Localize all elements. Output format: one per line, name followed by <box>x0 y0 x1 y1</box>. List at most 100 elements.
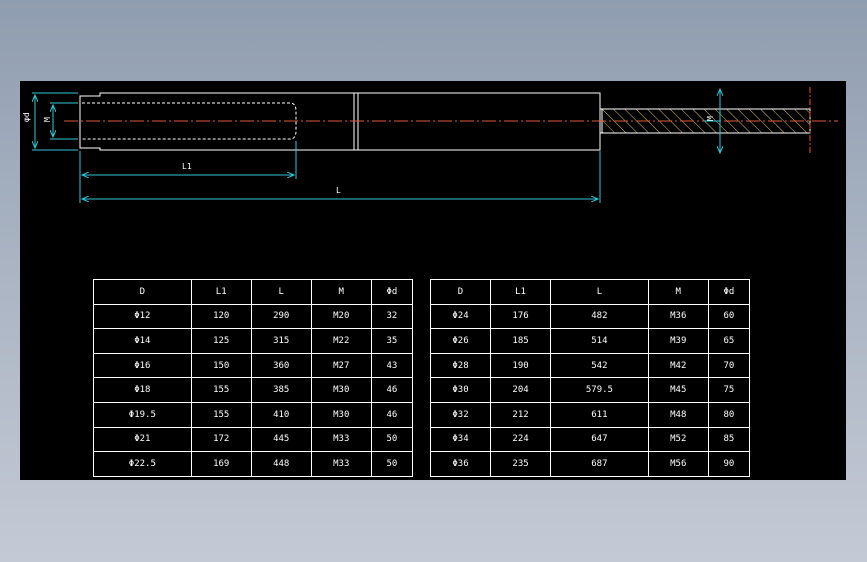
l-label: L <box>336 186 341 195</box>
table-cell: Φ30 <box>429 377 492 403</box>
table-cell: 611 <box>550 401 649 428</box>
table-cell: 46 <box>370 377 414 403</box>
table-cell: M48 <box>647 401 709 428</box>
table-row: Φ24 176 482 M36 60 <box>429 303 751 330</box>
table-cell: 150 <box>190 352 252 379</box>
table-cell: 235 <box>490 451 552 477</box>
table-cell: M33 <box>310 426 372 453</box>
table-cell: 172 <box>190 426 252 453</box>
table-cell: M27 <box>310 352 372 379</box>
table-cell: Φ12 <box>93 303 192 330</box>
table-row: Φ26 185 514 M39 65 <box>429 328 751 354</box>
table-cell: 43 <box>370 352 414 379</box>
table-cell: 65 <box>707 328 751 354</box>
d-label: φd <box>22 112 31 122</box>
table-cell: 445 <box>250 426 312 453</box>
table-row: Φ14 125 315 M22 35 <box>93 328 414 354</box>
table-cell: M30 <box>310 401 372 428</box>
table-cell: 385 <box>250 377 312 403</box>
table-cell: M52 <box>647 426 709 453</box>
table-cell: Φ28 <box>429 352 492 379</box>
inner-bore-hidden-line <box>82 102 297 140</box>
table-cell: 32 <box>370 303 414 330</box>
table-cell: Φ14 <box>93 328 192 354</box>
table-row: Φ16 150 360 M27 43 <box>93 352 414 379</box>
table-cell: 190 <box>490 352 552 379</box>
table-row: Φ12 120 290 M20 32 <box>93 303 414 330</box>
header-cell: D <box>429 279 492 305</box>
table-row: Φ36 235 687 M56 90 <box>429 451 751 477</box>
table-row: Φ18 155 385 M30 46 <box>93 377 414 403</box>
table-cell: 687 <box>550 451 649 477</box>
table-cell: 482 <box>550 303 649 330</box>
table-cell: Φ19.5 <box>93 401 192 428</box>
header-cell: M <box>647 279 709 305</box>
table-cell: 90 <box>707 451 751 477</box>
table-row: Φ30 204 579.5 M45 75 <box>429 377 751 403</box>
table-cell: Φ16 <box>93 352 192 379</box>
table-cell: 212 <box>490 401 552 428</box>
table-cell: 579.5 <box>550 377 649 403</box>
table-cell: M45 <box>647 377 709 403</box>
table-row: Φ34 224 647 M52 85 <box>429 426 751 453</box>
tube-outline <box>357 92 601 151</box>
header-cell: Φd <box>707 279 751 305</box>
header-cell: M <box>310 279 372 305</box>
table-header-row: D L1 L M Φd <box>93 279 414 305</box>
header-cell: L1 <box>190 279 252 305</box>
rod-m-label: M <box>706 116 715 121</box>
table-row: Φ22.5 169 448 M33 50 <box>93 451 414 477</box>
header-cell: L <box>250 279 312 305</box>
table-cell: 290 <box>250 303 312 330</box>
spec-table-right: D L1 L M Φd Φ24 176 482 M36 60 Φ26 185 5… <box>429 279 751 477</box>
table-cell: M20 <box>310 303 372 330</box>
table-cell: 125 <box>190 328 252 354</box>
table-cell: 50 <box>370 426 414 453</box>
table-cell: Φ34 <box>429 426 492 453</box>
table-cell: 410 <box>250 401 312 428</box>
table-cell: 204 <box>490 377 552 403</box>
table-cell: Φ22.5 <box>93 451 192 477</box>
table-row: Φ32 212 611 M48 80 <box>429 401 751 428</box>
table-cell: M22 <box>310 328 372 354</box>
table-cell: M30 <box>310 377 372 403</box>
table-cell: 50 <box>370 451 414 477</box>
table-cell: 155 <box>190 401 252 428</box>
table-cell: Φ18 <box>93 377 192 403</box>
table-cell: 315 <box>250 328 312 354</box>
table-cell: 169 <box>190 451 252 477</box>
header-cell: L1 <box>490 279 552 305</box>
header-cell: Φd <box>370 279 414 305</box>
l1-label: L1 <box>182 162 192 171</box>
table-cell: 75 <box>707 377 751 403</box>
table-cell: 80 <box>707 401 751 428</box>
table-cell: Φ32 <box>429 401 492 428</box>
header-cell: D <box>93 279 192 305</box>
table-cell: 155 <box>190 377 252 403</box>
table-row: Φ21 172 445 M33 50 <box>93 426 414 453</box>
table-cell: 224 <box>490 426 552 453</box>
table-cell: 185 <box>490 328 552 354</box>
table-cell: 647 <box>550 426 649 453</box>
table-cell: 120 <box>190 303 252 330</box>
table-cell: 448 <box>250 451 312 477</box>
table-row: Φ28 190 542 M42 70 <box>429 352 751 379</box>
drawing-canvas: φd M L1 L M D L1 L M Φd Φ12 120 290 M20 … <box>20 81 846 480</box>
header-cell: L <box>550 279 649 305</box>
table-cell: 360 <box>250 352 312 379</box>
table-cell: M42 <box>647 352 709 379</box>
table-cell: 70 <box>707 352 751 379</box>
technical-drawing: φd M L1 L M <box>22 87 838 203</box>
table-cell: 46 <box>370 401 414 428</box>
m-label: M <box>43 117 52 122</box>
table-cell: 60 <box>707 303 751 330</box>
table-cell: 35 <box>370 328 414 354</box>
spec-table-left: D L1 L M Φd Φ12 120 290 M20 32 Φ14 125 3… <box>93 279 414 477</box>
table-cell: Φ21 <box>93 426 192 453</box>
table-cell: 542 <box>550 352 649 379</box>
table-cell: Φ24 <box>429 303 492 330</box>
table-cell: 85 <box>707 426 751 453</box>
cylinder-outline <box>79 92 602 151</box>
table-cell: M33 <box>310 451 372 477</box>
table-cell: Φ36 <box>429 451 492 477</box>
